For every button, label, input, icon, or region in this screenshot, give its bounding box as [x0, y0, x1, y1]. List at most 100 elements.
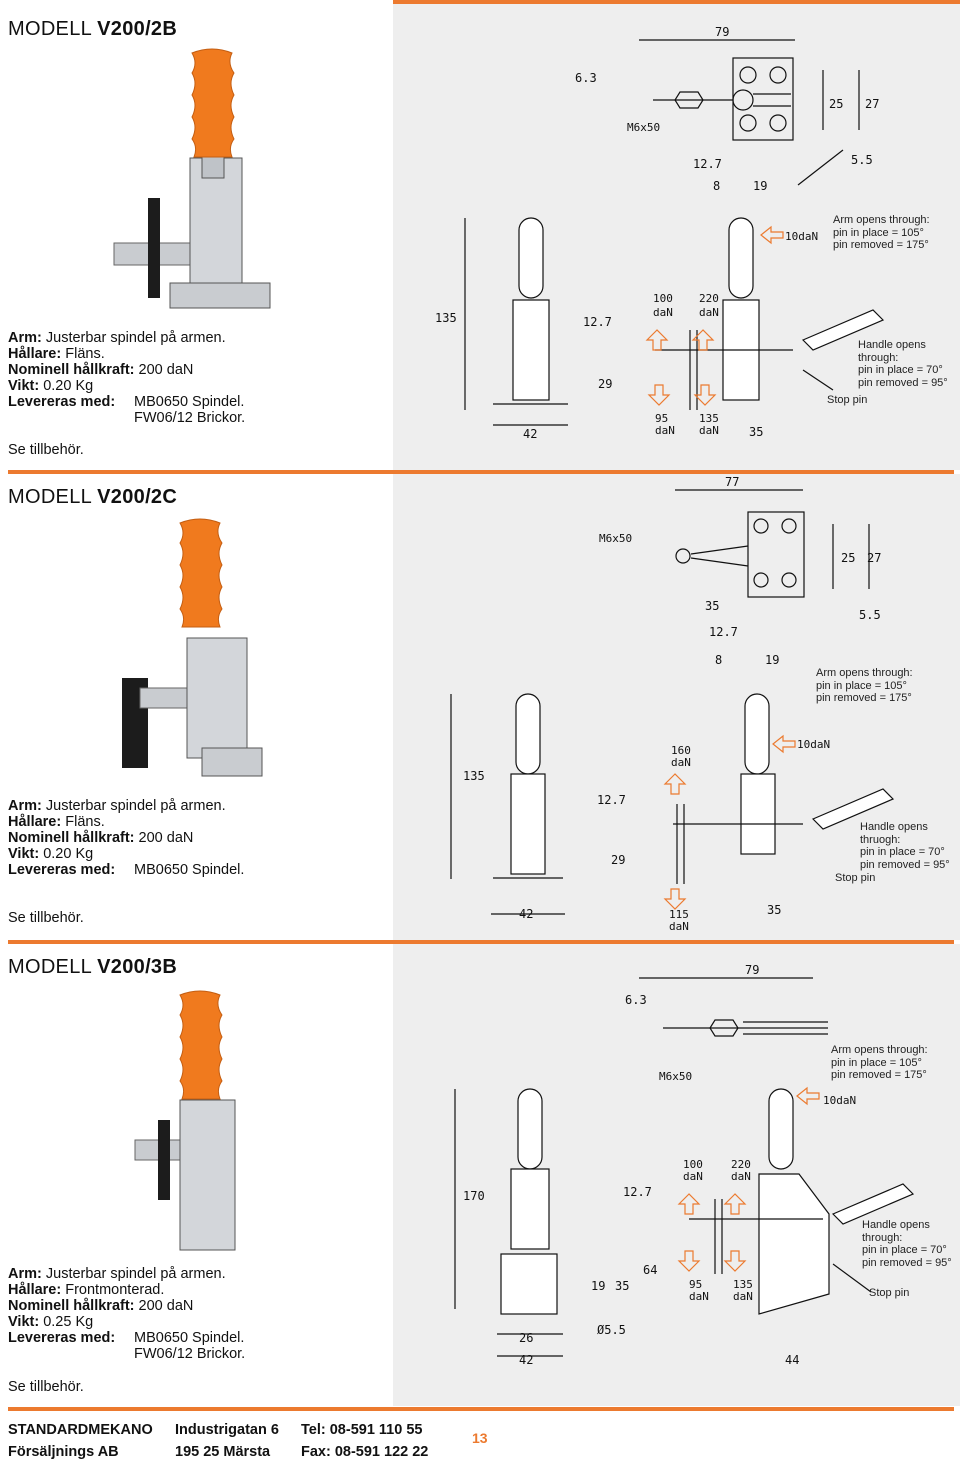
svg-text:8: 8 [715, 653, 722, 667]
svg-text:160: 160 [671, 744, 691, 757]
page-number: 13 [472, 1430, 488, 1446]
footer: STANDARDMEKANO Försäljnings AB Industrig… [0, 1410, 960, 1464]
svg-text:daN: daN [669, 920, 689, 933]
svg-text:35: 35 [767, 903, 781, 917]
svg-text:27: 27 [865, 97, 879, 111]
svg-text:95: 95 [689, 1278, 702, 1291]
section-divider [8, 1407, 954, 1411]
svg-text:12.7: 12.7 [709, 625, 738, 639]
svg-text:100: 100 [653, 292, 673, 305]
svg-text:25: 25 [841, 551, 855, 565]
svg-text:daN: daN [731, 1170, 751, 1183]
svg-text:8: 8 [713, 179, 720, 193]
drawing-panel: 77 M6x50 25 27 35 5.5 12.7 8 19 135 42 1… [393, 474, 960, 940]
svg-text:64: 64 [643, 1263, 657, 1277]
accessories-link[interactable]: Se tillbehör. [8, 910, 84, 926]
drawing-panel: 79 6.3 M6x50 10daN 170 26 42 100 220 daN… [393, 944, 960, 1406]
svg-text:12.7: 12.7 [623, 1185, 652, 1199]
svg-text:daN: daN [689, 1290, 709, 1303]
model-title: MODELL V200/2C [8, 486, 178, 508]
svg-text:27: 27 [867, 551, 881, 565]
svg-text:42: 42 [519, 1353, 533, 1367]
accessories-link[interactable]: Se tillbehör. [8, 442, 84, 458]
technical-drawing: 79 6.3 M6x50 10daN 170 26 42 100 220 daN… [454, 963, 915, 1367]
svg-text:daN: daN [733, 1290, 753, 1303]
svg-text:daN: daN [671, 756, 691, 769]
section-divider [8, 940, 954, 944]
svg-text:19: 19 [591, 1279, 605, 1293]
svg-text:44: 44 [785, 1353, 799, 1367]
svg-text:5.5: 5.5 [859, 608, 881, 622]
svg-text:100: 100 [683, 1158, 703, 1171]
svg-text:42: 42 [519, 907, 533, 921]
svg-text:5.5: 5.5 [851, 153, 873, 167]
phone-number: Tel: 08-591 110 55 [301, 1422, 423, 1438]
svg-text:29: 29 [611, 853, 625, 867]
section-divider [393, 0, 960, 4]
svg-text:26: 26 [519, 1331, 533, 1345]
svg-text:10daN: 10daN [823, 1094, 856, 1107]
spec-list: Arm: Justerbar spindel på armen. Hållare… [8, 330, 246, 426]
svg-text:135: 135 [733, 1278, 753, 1291]
fax-number: Fax: 08-591 122 22 [301, 1444, 429, 1460]
svg-text:79: 79 [745, 963, 759, 977]
section-divider [8, 470, 954, 474]
model-title: MODELL V200/2B [8, 18, 178, 40]
svg-text:115: 115 [669, 908, 689, 921]
svg-text:12.7: 12.7 [597, 793, 626, 807]
svg-text:M6x50: M6x50 [599, 532, 632, 545]
svg-text:6.3: 6.3 [575, 71, 597, 85]
product-photo [113, 48, 271, 309]
svg-text:35: 35 [615, 1279, 629, 1293]
svg-text:25: 25 [829, 97, 843, 111]
svg-text:77: 77 [725, 475, 739, 489]
svg-text:220: 220 [699, 292, 719, 305]
svg-text:35: 35 [705, 599, 719, 613]
street-address: Industrigatan 6 [175, 1422, 279, 1438]
svg-text:42: 42 [523, 427, 537, 441]
accessories-link[interactable]: Se tillbehör. [8, 1379, 84, 1395]
section-v200-2c: MODELL V200/2C Arm: Justerbar spindel på… [0, 474, 960, 940]
svg-text:135: 135 [699, 412, 719, 425]
svg-text:135: 135 [463, 769, 485, 783]
svg-text:10daN: 10daN [797, 738, 830, 751]
product-photo [134, 990, 236, 1251]
svg-text:12.7: 12.7 [583, 315, 612, 329]
technical-drawing: 79 6.3 M6x50 25 27 12.7 8 19 5.5 135 42 [435, 25, 885, 441]
svg-text:daN: daN [683, 1170, 703, 1183]
company-name-line2: Försäljnings AB [8, 1444, 119, 1460]
product-column: MODELL V200/3B Arm: Justerbar spindel på… [0, 944, 393, 1406]
company-name: STANDARDMEKANO [8, 1422, 153, 1438]
arm-opening-note: Arm opens through:pin in place = 105°pin… [833, 214, 930, 251]
svg-text:daN: daN [699, 424, 719, 437]
product-photo [122, 518, 263, 777]
svg-text:10daN: 10daN [785, 230, 818, 243]
svg-text:135: 135 [435, 311, 457, 325]
svg-text:95: 95 [655, 412, 668, 425]
section-v200-2b: MODELL V200/2B Arm: Justerbar spindel på… [0, 0, 960, 470]
svg-text:19: 19 [765, 653, 779, 667]
stop-pin-label: Stop pin [869, 1287, 910, 1299]
arm-opening-note: Arm opens through:pin in place = 105°pin… [831, 1044, 928, 1081]
arm-opening-note: Arm opens through:pin in place = 105°pin… [816, 667, 913, 704]
postal-address: 195 25 Märsta [175, 1444, 271, 1460]
stop-pin-label: Stop pin [835, 872, 876, 884]
svg-text:19: 19 [753, 179, 767, 193]
svg-text:29: 29 [598, 377, 612, 391]
svg-text:daN: daN [655, 424, 675, 437]
svg-text:M6x50: M6x50 [627, 121, 660, 134]
model-title: MODELL V200/3B [8, 956, 178, 978]
svg-text:170: 170 [463, 1189, 485, 1203]
svg-text:daN: daN [653, 306, 673, 319]
technical-drawing: 77 M6x50 25 27 35 5.5 12.7 8 19 135 42 1… [450, 475, 895, 933]
product-column: MODELL V200/2B Arm: Justerbar spindel på… [0, 0, 393, 470]
drawing-panel: 79 6.3 M6x50 25 27 12.7 8 19 5.5 135 42 [393, 0, 960, 470]
svg-text:M6x50: M6x50 [659, 1070, 692, 1083]
svg-text:Ø5.5: Ø5.5 [597, 1323, 626, 1337]
stop-pin-label: Stop pin [827, 394, 868, 406]
section-v200-3b: MODELL V200/3B Arm: Justerbar spindel på… [0, 944, 960, 1406]
spec-list: Arm: Justerbar spindel på armen. Hållare… [8, 798, 245, 878]
